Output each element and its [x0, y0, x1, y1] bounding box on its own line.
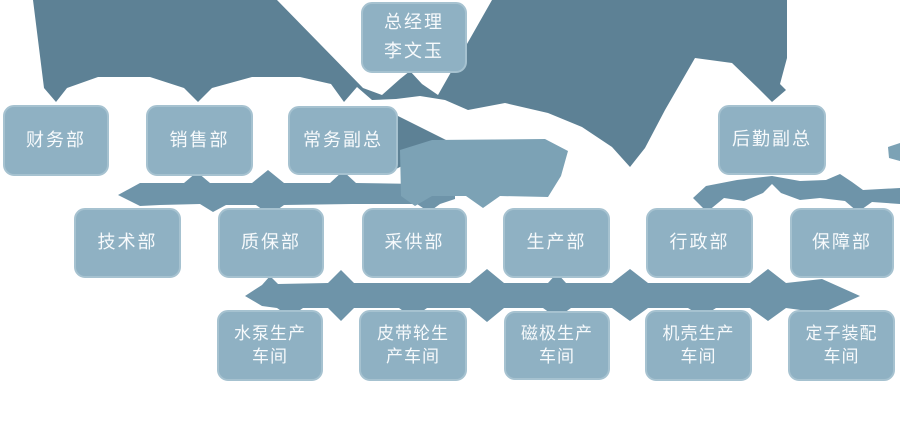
- node-finance-dept[interactable]: 财务部: [3, 105, 109, 176]
- node-procurement-dept[interactable]: 采供部: [362, 208, 467, 278]
- node-water-pump-workshop[interactable]: 水泵生产 车间: [217, 310, 323, 381]
- node-quality-assurance-dept[interactable]: 质保部: [218, 208, 324, 278]
- node-admin-dept[interactable]: 行政部: [646, 208, 753, 278]
- node-magnetic-pole-workshop[interactable]: 磁极生产 车间: [504, 311, 610, 380]
- node-pulley-workshop[interactable]: 皮带轮生 产车间: [359, 310, 467, 381]
- node-label-line2: 产车间: [386, 346, 440, 366]
- node-label: 常务副总: [303, 129, 383, 150]
- connector-level2-to-level3-band: [118, 170, 455, 215]
- node-label: 后勤副总: [732, 129, 812, 150]
- node-label: 行政部: [669, 232, 730, 253]
- connector-right-edge-fragment: [888, 143, 900, 161]
- node-sales-dept[interactable]: 销售部: [146, 105, 253, 176]
- node-label: 财务部: [26, 129, 86, 150]
- node-label: 质保部: [241, 232, 301, 253]
- node-label-line2: 车间: [823, 346, 860, 366]
- node-general-manager[interactable]: 总经理 李文玉: [361, 2, 467, 73]
- node-logistics-deputy-gm[interactable]: 后勤副总: [718, 105, 826, 175]
- node-person-name: 李文玉: [384, 41, 444, 62]
- node-title: 总经理: [384, 11, 444, 32]
- node-support-dept[interactable]: 保障部: [790, 208, 894, 278]
- node-label-line1: 定子装配: [805, 324, 878, 344]
- node-label-line1: 机壳生产: [662, 324, 735, 344]
- node-casing-workshop[interactable]: 机壳生产 车间: [645, 310, 752, 381]
- node-stator-assembly-workshop[interactable]: 定子装配 车间: [788, 310, 895, 381]
- node-label-line2: 车间: [680, 346, 717, 366]
- connector-level3-to-workshops-band: [245, 269, 860, 322]
- connector-root-fan: [33, 0, 787, 167]
- node-label: 销售部: [169, 129, 230, 150]
- connector-executive-deputy-branch: [400, 139, 568, 208]
- node-label-line2: 车间: [252, 346, 288, 366]
- node-label-line1: 磁极生产: [521, 324, 593, 344]
- node-label-line2: 车间: [539, 346, 575, 366]
- node-label: 保障部: [812, 232, 872, 253]
- node-label: 生产部: [526, 232, 587, 253]
- node-label-line1: 水泵生产: [234, 324, 306, 344]
- node-label-line1: 皮带轮生: [377, 324, 449, 344]
- node-label: 采供部: [384, 232, 445, 253]
- connector-logistics-deputy-branch: [693, 174, 900, 212]
- node-label: 技术部: [97, 232, 158, 253]
- node-production-dept[interactable]: 生产部: [503, 208, 610, 278]
- node-technology-dept[interactable]: 技术部: [74, 208, 181, 278]
- node-executive-deputy-gm[interactable]: 常务副总: [288, 106, 398, 175]
